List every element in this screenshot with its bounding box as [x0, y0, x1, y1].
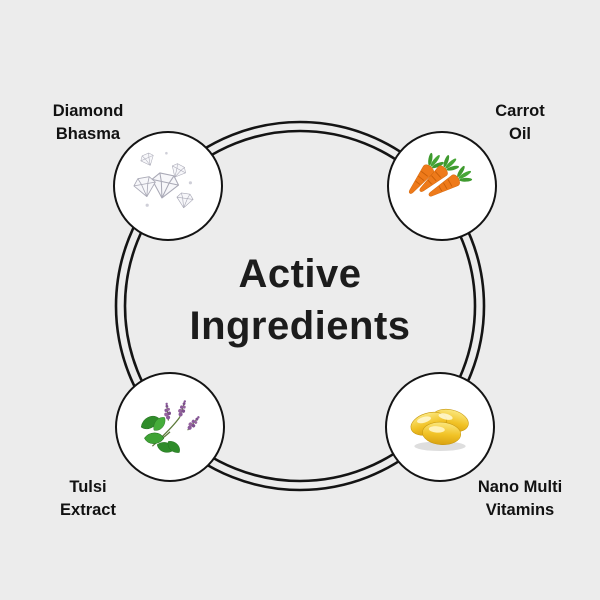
ingredient-node-tulsi-extract [115, 372, 225, 482]
ingredient-label-line: Bhasma [55, 125, 121, 144]
ingredient-label-line: Extract [60, 501, 116, 520]
ingredient-node-diamond-bhasma [113, 131, 223, 241]
ingredient-label-line: Carrot [495, 102, 545, 120]
diamond-bhasma-icon [132, 151, 195, 210]
ingredient-label-line: Nano Multi [477, 478, 563, 496]
ingredient-node-carrot-oil [387, 131, 497, 241]
title-line-2: Ingredients [189, 304, 411, 348]
carrot-oil-icon [402, 148, 477, 205]
ingredient-label-tulsi-extract: Tulsi Extract [23, 476, 153, 522]
diagram-title: Active Ingredients [0, 248, 600, 352]
ingredient-label-line: Vitamins [485, 501, 555, 520]
title-line-1: Active [238, 252, 362, 296]
ingredient-label-line: Diamond [52, 102, 124, 120]
ingredient-label-nano-multi-vitamins: Nano Multi Vitamins [445, 476, 595, 522]
nano-multi-vitamins-icon [410, 408, 469, 451]
ingredient-label-carrot-oil: Carrot Oil [455, 100, 585, 146]
ingredient-node-nano-multi-vitamins [385, 372, 495, 482]
tulsi-extract-icon [138, 398, 203, 457]
ingredient-label-line: Oil [508, 125, 531, 144]
ingredient-label-line: Tulsi [69, 478, 107, 496]
ingredient-label-diamond-bhasma: Diamond Bhasma [23, 100, 153, 146]
